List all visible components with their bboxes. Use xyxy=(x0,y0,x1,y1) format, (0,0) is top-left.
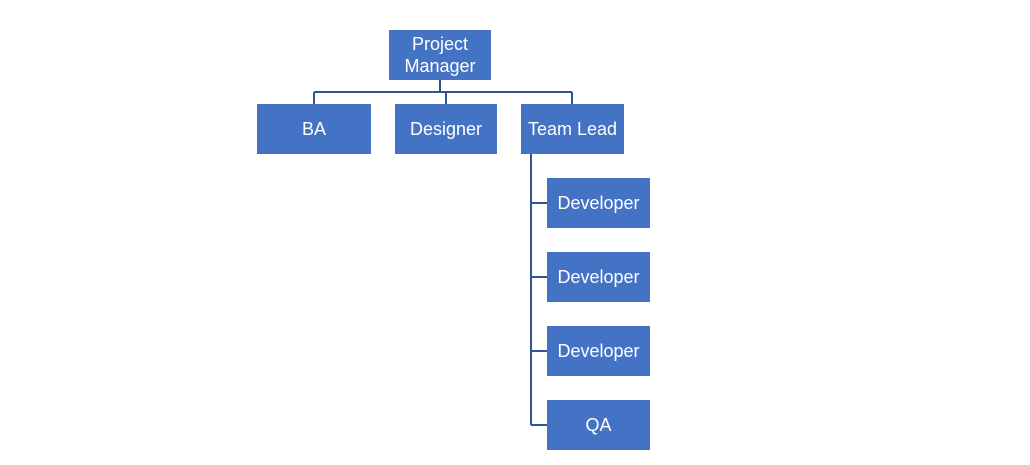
connector-pm-horizontal-bus xyxy=(314,80,572,93)
node-project-manager[interactable]: Project Manager xyxy=(389,30,491,80)
node-qa[interactable]: QA xyxy=(547,400,650,450)
node-developer-2[interactable]: Developer xyxy=(547,252,650,302)
node-developer-1[interactable]: Developer xyxy=(547,178,650,228)
node-team-lead[interactable]: Team Lead xyxy=(521,104,624,154)
node-designer[interactable]: Designer xyxy=(395,104,497,154)
node-ba[interactable]: BA xyxy=(257,104,371,154)
node-developer-3[interactable]: Developer xyxy=(547,326,650,376)
